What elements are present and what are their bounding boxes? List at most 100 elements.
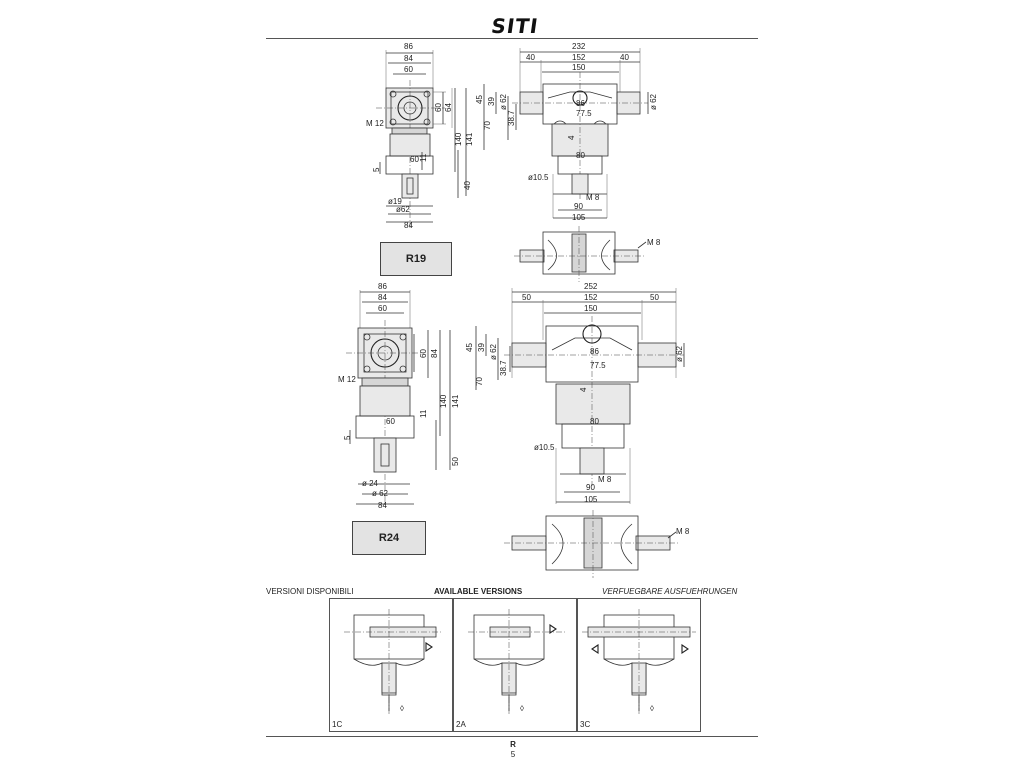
svg-text:152: 152 (584, 293, 598, 302)
svg-text:40: 40 (620, 53, 629, 62)
svg-text:60: 60 (378, 304, 387, 313)
svg-text:ø10.5: ø10.5 (534, 443, 555, 452)
svg-text:232: 232 (572, 42, 586, 51)
r19-top-view: M 8 (514, 226, 661, 282)
version-panel-1c: ◊ 1C (329, 598, 453, 732)
version-3c-diagram: ◊ (582, 609, 696, 715)
version-code: 1C (332, 720, 343, 729)
svg-text:ø10.5: ø10.5 (528, 173, 549, 182)
svg-text:45: 45 (465, 343, 474, 352)
svg-text:77.5: 77.5 (590, 361, 606, 370)
svg-text:86: 86 (378, 282, 387, 291)
svg-text:ø19: ø19 (388, 197, 402, 206)
header-rule (266, 38, 758, 39)
version-panel-2a: ◊ 2A (453, 598, 577, 732)
direction-marker-icon: ◊ (400, 704, 404, 713)
svg-text:150: 150 (584, 304, 598, 313)
svg-text:140: 140 (439, 394, 448, 408)
rotation-arrow-icon (425, 641, 433, 653)
svg-text:90: 90 (586, 483, 595, 492)
svg-text:50: 50 (522, 293, 531, 302)
rotation-arrow-right-icon (681, 643, 689, 655)
svg-text:141: 141 (465, 132, 474, 146)
svg-text:60: 60 (434, 103, 443, 112)
svg-text:84: 84 (404, 221, 413, 230)
svg-text:5: 5 (372, 167, 381, 172)
svg-text:ø 62: ø 62 (489, 343, 498, 360)
version-code: 3C (580, 720, 591, 729)
svg-text:86: 86 (576, 99, 585, 108)
svg-text:84: 84 (404, 54, 413, 63)
svg-text:50: 50 (451, 457, 460, 466)
svg-text:11: 11 (419, 409, 428, 418)
svg-text:60: 60 (386, 417, 395, 426)
svg-text:38.7: 38.7 (499, 360, 508, 376)
svg-text:38.7: 38.7 (507, 110, 516, 126)
svg-text:4: 4 (579, 387, 588, 392)
svg-text:84: 84 (430, 349, 439, 358)
svg-text:ø 24: ø 24 (362, 479, 379, 488)
svg-text:5: 5 (343, 435, 352, 440)
svg-text:39: 39 (477, 343, 486, 352)
svg-text:4: 4 (567, 135, 576, 140)
svg-text:60: 60 (410, 155, 419, 164)
versions-title-de: VERFUEGBARE AUSFUEHRUNGEN (602, 587, 738, 596)
r24-top-view: M 8 (504, 510, 690, 578)
svg-text:86: 86 (590, 347, 599, 356)
r19-side-view: 86 84 60 60 64 M 12 140 141 11 60 5 40 ø… (366, 42, 474, 230)
svg-text:ø 62: ø 62 (499, 93, 508, 110)
rotation-arrow-icon (549, 623, 557, 635)
svg-text:ø 62: ø 62 (675, 345, 684, 362)
r19-front-view: 232 40 152 40 150 45 39 ø 62 ø 62 70 38.… (475, 42, 658, 222)
svg-text:80: 80 (576, 151, 585, 160)
versions-title-it: VERSIONI DISPONIBILI (266, 587, 354, 596)
footer-section: R (510, 740, 516, 749)
svg-text:11: 11 (419, 153, 428, 162)
svg-text:45: 45 (475, 95, 484, 104)
svg-text:152: 152 (572, 53, 586, 62)
svg-text:M 8: M 8 (586, 193, 600, 202)
svg-text:141: 141 (451, 394, 460, 408)
svg-text:ø 62: ø 62 (649, 93, 658, 110)
svg-text:M 8: M 8 (647, 238, 661, 247)
svg-text:105: 105 (584, 495, 598, 504)
svg-text:77.5: 77.5 (576, 109, 592, 118)
svg-text:M 12: M 12 (338, 375, 356, 384)
version-1c-diagram: ◊ (344, 609, 442, 715)
svg-text:39: 39 (487, 97, 496, 106)
model-label-r19: R19 (380, 242, 452, 276)
svg-text:40: 40 (526, 53, 535, 62)
svg-text:M 8: M 8 (676, 527, 690, 536)
svg-text:140: 140 (454, 132, 463, 146)
version-panel-3c: ◊ 3C (577, 598, 701, 732)
svg-text:252: 252 (584, 282, 598, 291)
svg-text:86: 86 (404, 42, 413, 51)
svg-text:ø 62: ø 62 (372, 489, 389, 498)
direction-marker-icon: ◊ (650, 704, 654, 713)
version-2a-diagram: ◊ (468, 609, 566, 715)
svg-text:150: 150 (572, 63, 586, 72)
svg-text:60: 60 (404, 65, 413, 74)
r24-front-view: 252 50 152 50 150 45 39 ø 62 ø 62 70 38.… (465, 282, 685, 504)
svg-text:80: 80 (590, 417, 599, 426)
svg-text:84: 84 (378, 293, 387, 302)
model-label-r24: R24 (352, 521, 426, 555)
footer-rule (266, 736, 758, 737)
svg-text:M 8: M 8 (598, 475, 612, 484)
svg-text:84: 84 (378, 501, 387, 510)
r24-side-view: 86 84 60 60 84 M 12 140 141 11 60 5 50 ø… (338, 282, 460, 510)
versions-title-en: AVAILABLE VERSIONS (434, 587, 523, 596)
svg-text:60: 60 (419, 349, 428, 358)
svg-text:70: 70 (483, 121, 492, 130)
rotation-arrow-left-icon (591, 643, 599, 655)
footer-page-number: 5 (510, 750, 516, 759)
version-code: 2A (456, 720, 466, 729)
svg-text:M 12: M 12 (366, 119, 384, 128)
svg-text:50: 50 (650, 293, 659, 302)
svg-text:40: 40 (463, 181, 472, 190)
svg-text:105: 105 (572, 213, 586, 222)
svg-text:64: 64 (444, 103, 453, 112)
svg-text:90: 90 (574, 202, 583, 211)
